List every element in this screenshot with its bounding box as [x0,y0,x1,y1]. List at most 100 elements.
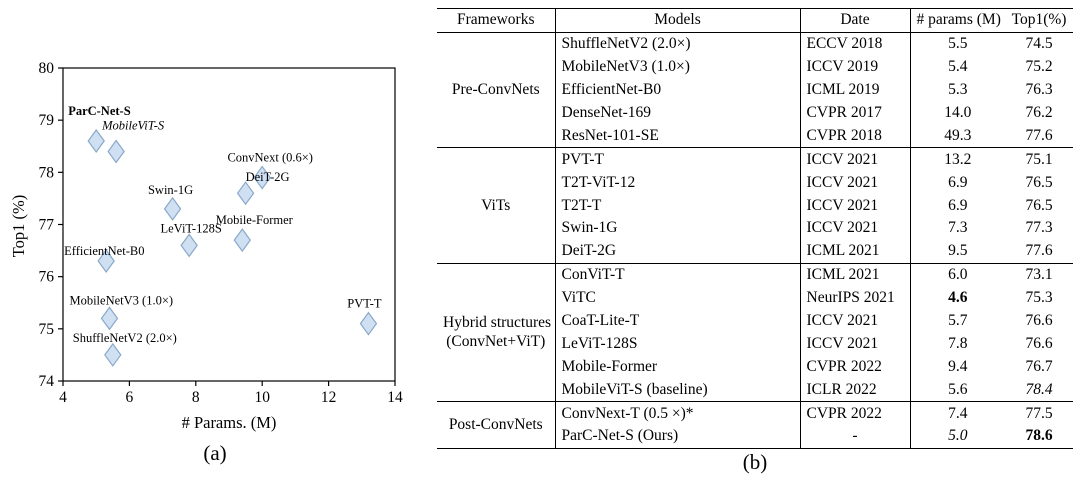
model-cell: MobileNetV3 (1.0×) [555,55,801,79]
top1-cell: 76.7 [1025,357,1053,375]
params-cell: 9.4 [948,357,968,375]
x-tick-label: 10 [254,389,270,406]
header-frameworks: Frameworks [437,8,556,33]
data-point-label: DeiT-2G [246,170,290,184]
model-cell: DenseNet-169 [555,101,801,125]
date-cell: - [800,425,911,449]
table-header-row: Frameworks Models Date # params (M) Top1… [437,8,1073,33]
model-cell: CoaT-Lite-T [555,309,801,333]
params-cell: 7.8 [948,334,968,352]
date-cell: ICML 2021 [800,262,911,287]
top1-cell: 75.3 [1025,289,1053,307]
data-point-label: ConvNext (0.6×) [227,151,313,165]
top1-cell: 77.3 [1025,219,1053,237]
data-point-label: MobileNetV3 (1.0×) [69,293,173,307]
data-point-marker [233,228,252,253]
x-tick-label: 12 [321,389,337,406]
params-cell: 5.0 [948,427,968,445]
table-row: MobileNetV3 (1.0×)ICCV 2019 5.4 75.2 [437,55,1073,79]
top1-cell: 77.6 [1025,126,1053,144]
y-tick-label: 77 [39,217,55,234]
data-point-marker [107,139,125,164]
data-point-label: ShuffleNetV2 (2.0×) [73,331,177,345]
model-cell: EfficientNet-B0 [555,78,801,102]
header-models: Models [555,8,801,33]
framework-cell: Pre-ConvNets [437,32,556,148]
model-cell: LeViT-128S [555,332,801,356]
data-point-label: ParC-Net-S [68,104,131,118]
date-cell: ICML 2019 [800,78,911,102]
y-axis-label: Top1 (%) [9,195,28,258]
model-cell: T2T-ViT-12 [555,171,801,195]
top1-cell: 77.6 [1025,242,1053,260]
params-cell: 49.3 [944,126,972,144]
y-tick-label: 75 [39,321,55,338]
date-cell: ICML 2021 [800,239,911,264]
framework-cell: ViTs [437,147,556,264]
top1-cell: 76.6 [1025,312,1053,330]
params-cell: 5.6 [948,380,968,398]
params-cell: 5.7 [948,312,968,330]
top1-cell: 74.5 [1025,35,1053,53]
top1-cell: 73.1 [1005,262,1073,287]
data-point-label: PVT-T [347,297,382,311]
x-tick-label: 4 [59,389,67,406]
params-cell: 5.5 [948,35,968,53]
data-point-label: LeViT-128S [161,221,222,235]
top1-cell: 78.4 [1025,380,1053,398]
data-point-label: EfficientNet-B0 [64,244,144,258]
caption-a: (a) [203,441,227,465]
top1-cell: 77.5 [1005,401,1073,426]
date-cell: ICCV 2021 [800,309,911,333]
caption-b: (b) [742,450,768,474]
data-point-marker [163,196,182,221]
date-cell: ICCV 2021 [800,194,911,218]
date-cell: ICCV 2021 [800,171,911,195]
params-cell: 14.0 [944,104,972,121]
params-cell: 4.6 [948,289,968,307]
top1-cell: 75.2 [1025,58,1053,76]
date-cell: ICCV 2021 [800,217,911,240]
date-cell: NeurIPS 2021 [800,286,911,310]
params-cell: 5.4 [948,58,968,76]
top1-cell: 78.6 [1025,427,1053,445]
model-cell: Mobile-Former [555,355,801,379]
params-cell: 6.9 [948,173,968,191]
results-table: Frameworks Models Date # params (M) Top1… [437,8,1073,449]
data-point-marker [97,248,115,274]
header-top1: Top1(%) [1005,8,1073,33]
top1-cell: 76.5 [1025,173,1053,191]
data-point-marker [180,233,198,258]
date-cell: CVPR 2022 [800,401,911,426]
data-point-label: MobileViT-S [101,118,165,132]
y-tick-label: 79 [39,112,55,129]
top1-cell: 75.1 [1005,147,1073,172]
data-point-marker [104,342,122,367]
params-cell: 13.2 [910,147,1005,172]
params-cell: 7.3 [948,219,968,237]
date-cell: CVPR 2022 [800,355,911,379]
framework-cell: Post-ConvNets [437,401,556,449]
data-point-label: Swin-1G [148,183,193,197]
x-axis-label: # Params. (M) [182,413,277,432]
data-point-marker [87,129,105,154]
x-tick-label: 6 [126,389,134,406]
data-point-marker [236,181,255,206]
model-cell: T2T-T [555,194,801,218]
data-point-marker [253,165,271,190]
model-cell: ShuffleNetV2 (2.0×) [555,32,801,56]
data-point-marker [359,311,378,336]
date-cell: ICCV 2019 [800,55,911,79]
top1-cell: 76.5 [1025,196,1053,214]
